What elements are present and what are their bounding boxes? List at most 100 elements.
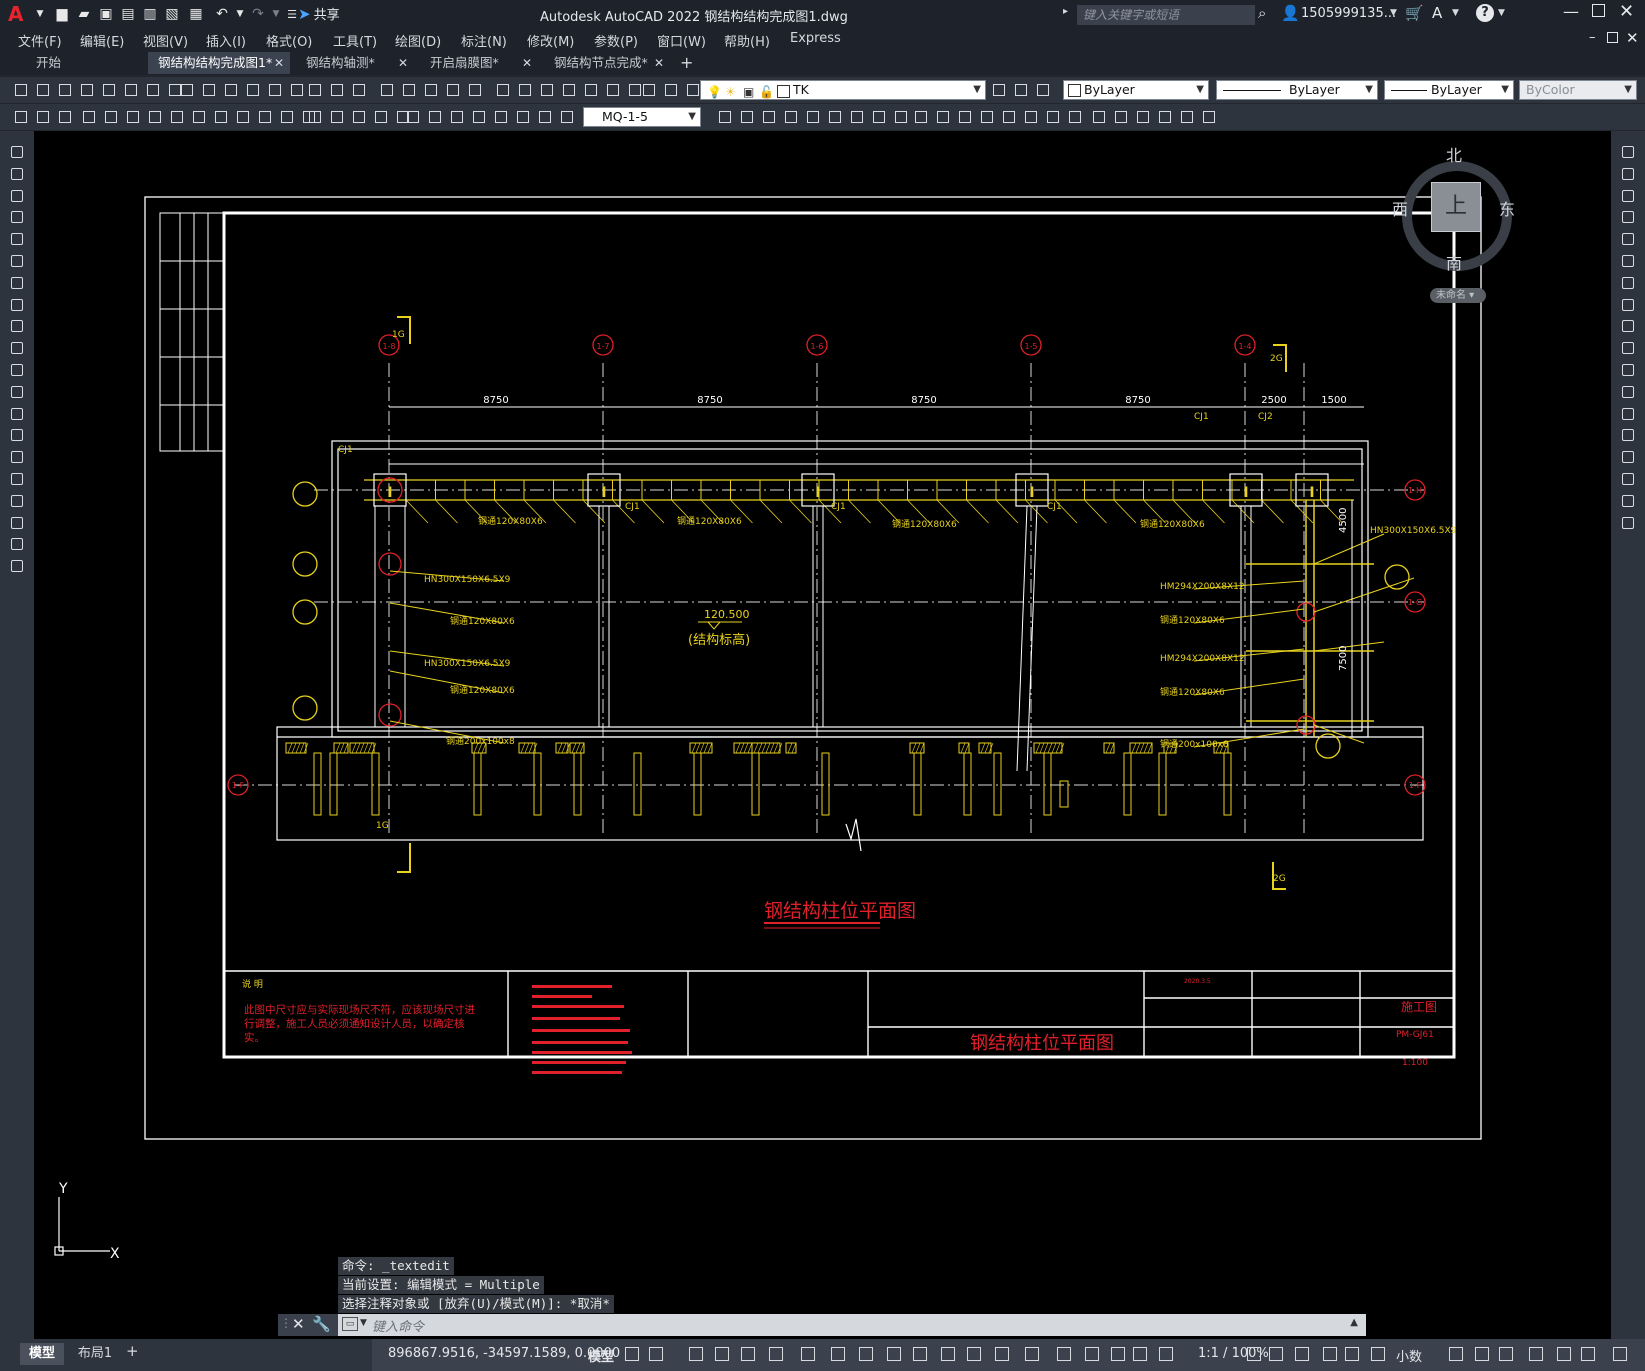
palette-tool-icon[interactable] — [1619, 187, 1637, 205]
close-window-icon[interactable]: ✕ — [1619, 1, 1635, 22]
status-toggle-icon[interactable] — [740, 1346, 756, 1362]
toolbar-tool-icon[interactable] — [494, 81, 512, 99]
toolbar-tool-icon[interactable] — [1200, 108, 1218, 126]
help-icon[interactable]: ? — [1476, 4, 1494, 22]
toolbar-tool-icon[interactable] — [448, 108, 466, 126]
toolbar-tool-icon[interactable] — [640, 81, 658, 99]
save-as-icon[interactable]: ▤ — [121, 6, 135, 22]
toolbar-tool-icon[interactable] — [582, 81, 600, 99]
toolbar-tool-icon[interactable] — [378, 81, 396, 99]
palette-tool-icon[interactable] — [8, 187, 26, 205]
palette-tool-icon[interactable] — [8, 492, 26, 510]
toolbar-tool-icon[interactable] — [444, 81, 462, 99]
toolbar-tool-icon[interactable] — [466, 81, 484, 99]
toolbar-tool-icon[interactable] — [804, 108, 822, 126]
toolbar-tool-icon[interactable] — [404, 108, 422, 126]
app-menu-chevron-icon[interactable]: ▼ — [36, 9, 44, 19]
toolbar-tool-icon[interactable] — [328, 81, 346, 99]
status-toggle-icon[interactable] — [1580, 1346, 1596, 1362]
command-prompt-icon[interactable]: ▭ — [342, 1317, 358, 1331]
toolbar-tool-icon[interactable] — [266, 81, 284, 99]
palette-tool-icon[interactable] — [8, 165, 26, 183]
palette-tool-icon[interactable] — [8, 361, 26, 379]
toolbar-tool-icon[interactable] — [80, 108, 98, 126]
status-toggle-icon[interactable] — [624, 1346, 640, 1362]
status-toggle-icon[interactable] — [1498, 1346, 1514, 1362]
toolbar-tool-icon[interactable] — [350, 108, 368, 126]
toolbar-tool-icon[interactable] — [1112, 108, 1130, 126]
close-tab-icon[interactable]: ✕ — [521, 56, 532, 70]
toolbar-tool-icon[interactable] — [178, 81, 196, 99]
share-button[interactable]: ➤ 共享 — [298, 4, 340, 24]
palette-tool-icon[interactable] — [8, 448, 26, 466]
close-tab-icon[interactable]: ✕ — [653, 56, 664, 70]
command-recent-dropdown-icon[interactable]: ▼ — [360, 1318, 367, 1328]
menu-modify[interactable]: 修改(M) — [527, 35, 575, 50]
toolbar-tool-icon[interactable] — [560, 81, 578, 99]
toolbar-tool-icon[interactable] — [1178, 108, 1196, 126]
toolbar-tool-icon[interactable] — [1156, 108, 1174, 126]
palette-tool-icon[interactable] — [1619, 492, 1637, 510]
toolbar-tool-icon[interactable] — [934, 108, 952, 126]
toolbar-tool-icon[interactable] — [400, 81, 418, 99]
toolbar-tool-icon[interactable] — [122, 81, 140, 99]
toolbar-tool-icon[interactable] — [990, 81, 1008, 99]
menu-draw[interactable]: 绘图(D) — [395, 35, 442, 50]
menu-window[interactable]: 窗口(W) — [657, 35, 706, 50]
status-toggle-icon[interactable] — [688, 1346, 704, 1362]
coordinate-readout[interactable]: 896867.9516, -34597.1589, 0.0000 — [388, 1346, 621, 1361]
menu-view[interactable]: 视图(V) — [143, 35, 189, 50]
palette-tool-icon[interactable] — [1619, 296, 1637, 314]
toolbar-tool-icon[interactable] — [604, 81, 622, 99]
toolbar-tool-icon[interactable] — [212, 108, 230, 126]
toolbar-tool-icon[interactable] — [870, 108, 888, 126]
palette-tool-icon[interactable] — [8, 339, 26, 357]
search-expand-icon[interactable]: ▸ — [1063, 6, 1069, 17]
command-close-icon[interactable]: ✕ — [292, 1315, 305, 1333]
viewcube-top-face[interactable]: 上 — [1431, 182, 1481, 232]
toolbar-tool-icon[interactable] — [426, 108, 444, 126]
toolbar-tool-icon[interactable] — [12, 108, 30, 126]
palette-tool-icon[interactable] — [1619, 383, 1637, 401]
lineweight-dropdown[interactable]: ByLayer ▼ — [1384, 80, 1514, 100]
maximize-icon[interactable] — [1592, 4, 1605, 17]
user-name[interactable]: 1505999135... — [1301, 6, 1397, 21]
palette-tool-icon[interactable] — [1619, 405, 1637, 423]
toolbar-tool-icon[interactable] — [328, 108, 346, 126]
status-toggle-icon[interactable] — [714, 1346, 730, 1362]
status-toggle-icon[interactable] — [994, 1346, 1010, 1362]
toolbar-tool-icon[interactable] — [1012, 81, 1030, 99]
palette-tool-icon[interactable] — [8, 252, 26, 270]
viewcube-north[interactable]: 北 — [1446, 146, 1463, 165]
command-grip-icon[interactable]: ⋮ — [280, 1316, 292, 1330]
toolbar-tool-icon[interactable] — [1034, 81, 1052, 99]
a360-dropdown-icon[interactable]: ▼ — [1452, 8, 1459, 18]
toolbar-tool-icon[interactable] — [848, 108, 866, 126]
units-dropdown[interactable]: 小数 — [1396, 1350, 1423, 1365]
toolbar-tool-icon[interactable] — [536, 108, 554, 126]
toolbar-tool-icon[interactable] — [124, 108, 142, 126]
save-icon[interactable]: ▣ — [99, 6, 113, 22]
add-layout-plus-icon[interactable]: + — [126, 1342, 139, 1360]
toolbar-tool-icon[interactable] — [56, 108, 74, 126]
toolbar-tool-icon[interactable] — [1134, 108, 1152, 126]
status-toggle-icon[interactable] — [1448, 1346, 1464, 1362]
color-dropdown[interactable]: ByLayer ▼ — [1063, 80, 1209, 100]
toolbar-tool-icon[interactable] — [256, 108, 274, 126]
status-toggle-icon[interactable] — [1084, 1346, 1100, 1362]
palette-tool-icon[interactable] — [1619, 339, 1637, 357]
palette-tool-icon[interactable] — [1619, 274, 1637, 292]
menu-file[interactable]: 文件(F) — [18, 35, 62, 50]
toolbar-tool-icon[interactable] — [306, 108, 324, 126]
palette-tool-icon[interactable] — [8, 535, 26, 553]
palette-tool-icon[interactable] — [1619, 426, 1637, 444]
linetype-dropdown[interactable]: ByLayer ▼ — [1216, 80, 1378, 100]
menu-format[interactable]: 格式(O) — [266, 35, 313, 50]
palette-tool-icon[interactable] — [8, 274, 26, 292]
tab-drawing-1[interactable]: 钢结构结构完成图1*✕ — [148, 52, 290, 74]
toolbar-tool-icon[interactable] — [56, 81, 74, 99]
status-toggle-icon[interactable] — [1024, 1346, 1040, 1362]
toolbar-tool-icon[interactable] — [626, 81, 644, 99]
toolbar-tool-icon[interactable] — [1022, 108, 1040, 126]
palette-tool-icon[interactable] — [8, 383, 26, 401]
